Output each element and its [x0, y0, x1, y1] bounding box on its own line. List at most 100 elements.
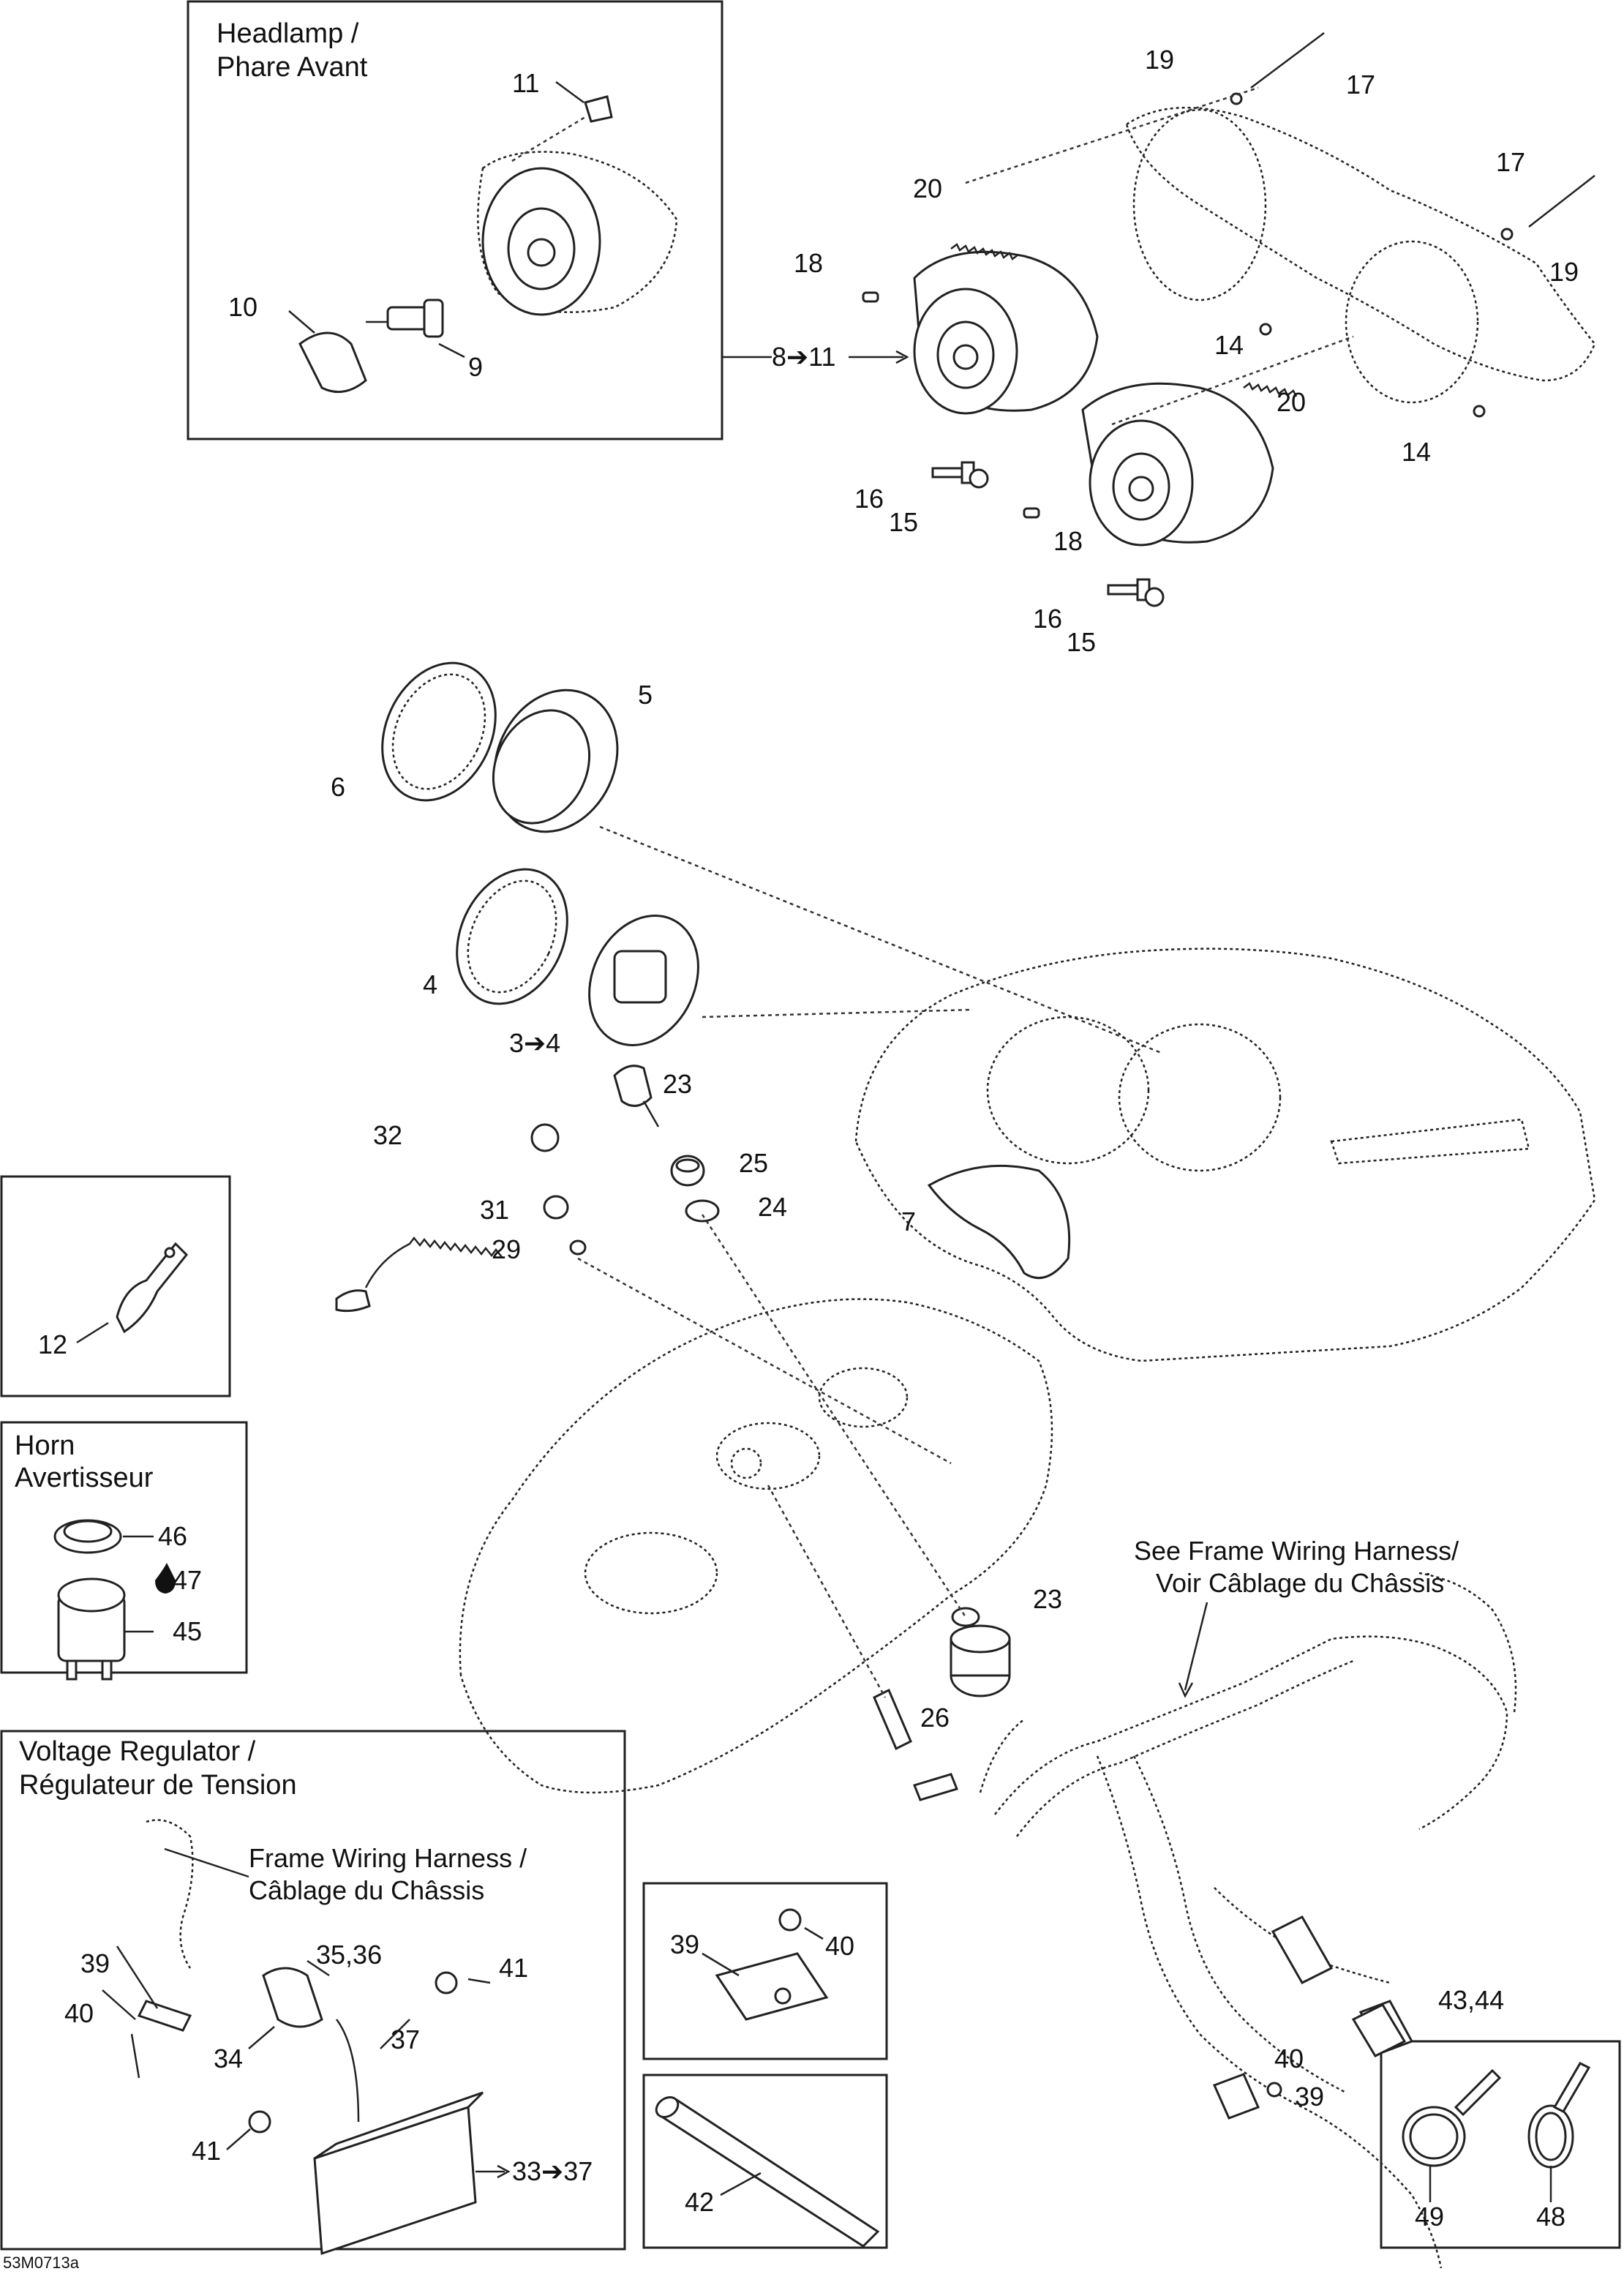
- callout-6: 6: [331, 772, 345, 802]
- callout-20a: 20: [913, 173, 942, 203]
- left-headlamp: [913, 250, 1099, 415]
- callout-46: 46: [158, 1521, 187, 1551]
- bracket-box: [642, 1882, 888, 2060]
- vr-screw: [248, 1971, 458, 2134]
- note-frame-harness-line2: Câblage du Châssis: [249, 1875, 484, 1905]
- callout-23a: 23: [663, 1069, 692, 1099]
- tie-wrap-box: [1380, 2040, 1621, 2249]
- long-bolt-lower: [1500, 175, 1595, 241]
- callout-7: 7: [901, 1207, 916, 1237]
- pin-lower: [1023, 507, 1040, 519]
- callout-24: 24: [758, 1192, 787, 1222]
- headlamp-housing: [477, 151, 678, 316]
- gauge-large: [492, 688, 619, 833]
- screw-upper: [931, 461, 989, 489]
- callout-45: 45: [173, 1616, 202, 1646]
- callout-14b: 14: [1402, 437, 1431, 467]
- callout-41b: 41: [192, 2136, 221, 2166]
- voltage-regulator-title-line1: Voltage Regulator /: [19, 1736, 256, 1767]
- callout-35-36: 35,36: [316, 1940, 382, 1970]
- callout-16b: 16: [1033, 604, 1062, 634]
- callout-14a: 14: [1214, 330, 1244, 360]
- tie-wrap-49: [1402, 2068, 1502, 2167]
- callout-40a: 40: [64, 1998, 94, 2028]
- bulb-retainer: [298, 331, 367, 394]
- callout-3-to-4: 3➔4: [509, 1028, 560, 1058]
- instrument-housing: [854, 948, 1596, 1362]
- grommet-upper: [670, 1155, 705, 1187]
- callout-25: 25: [739, 1148, 768, 1178]
- callout-40c: 40: [1274, 2044, 1304, 2074]
- grommet-lower: [685, 1199, 720, 1223]
- callout-10: 10: [228, 292, 257, 322]
- washer-b: [1473, 405, 1486, 418]
- ignition-switch: [950, 1607, 1011, 1697]
- callout-32: 32: [373, 1120, 402, 1150]
- callout-20b: 20: [1277, 387, 1306, 417]
- callout-4: 4: [423, 969, 437, 999]
- right-headlamp: [1081, 382, 1274, 547]
- adjuster-spring-lower: [1243, 382, 1298, 397]
- clip: [116, 1242, 189, 1334]
- washer-a: [1259, 323, 1272, 336]
- sensor: [873, 1688, 959, 1801]
- tether-cord: [335, 1123, 560, 1313]
- horn: [57, 1577, 126, 1681]
- callout-34: 34: [214, 2044, 243, 2074]
- callout-49: 49: [1415, 2202, 1444, 2232]
- callout-17a: 17: [1346, 70, 1375, 100]
- callout-37: 37: [391, 2025, 420, 2055]
- headlamp-box: [187, 0, 723, 440]
- drop-icon: [155, 1563, 176, 1594]
- voltage-regulator-box: [0, 1730, 626, 2251]
- long-bolt-upper: [1230, 32, 1325, 105]
- callout-11: 11: [512, 68, 539, 98]
- callout-39c: 39: [1295, 2082, 1324, 2112]
- callout-39b: 39: [670, 1929, 699, 1959]
- cap-29: [569, 1239, 587, 1256]
- connector-43-44: [1351, 2003, 1407, 2057]
- callout-8-to-11: 8➔11: [772, 342, 836, 372]
- conduit: [655, 2096, 880, 2248]
- gauge-small: [588, 915, 699, 1046]
- callout-26: 26: [920, 1703, 950, 1733]
- horn-box-title-line2: Avertisseur: [15, 1463, 154, 1493]
- callout-15b: 15: [1067, 627, 1096, 657]
- headlamp-box-title-line1: Headlamp /: [217, 18, 359, 49]
- callout-41a: 41: [499, 1953, 528, 1983]
- callout-33-to-37: 33➔37: [512, 2156, 593, 2186]
- callout-19a: 19: [1145, 45, 1174, 75]
- headlamp-bracket: [1125, 106, 1596, 404]
- callout-42: 42: [685, 2187, 714, 2217]
- callout-47: 47: [173, 1565, 202, 1595]
- callout-18b: 18: [1053, 526, 1083, 556]
- note-frame-harness-line1: Frame Wiring Harness /: [249, 1843, 527, 1873]
- frame-wiring-harness: [979, 1572, 1517, 2269]
- dash-panel: [459, 1298, 1053, 1794]
- pin-upper: [862, 291, 879, 303]
- clip-box: [0, 1175, 231, 1397]
- vr-connector: [262, 1967, 323, 2028]
- harness-bracket-small: [1212, 2073, 1282, 2120]
- horn-ring: [53, 1519, 122, 1554]
- vr-bracket-small: [130, 2000, 192, 2079]
- callout-31: 31: [480, 1195, 509, 1225]
- callout-18a: 18: [794, 248, 823, 278]
- callout-16a: 16: [854, 484, 884, 514]
- bulb-cap: [584, 95, 613, 123]
- note-see-frame-harness-line2: Voir Câblage du Châssis: [1156, 1568, 1444, 1598]
- callout-40b: 40: [825, 1931, 854, 1961]
- callout-19b: 19: [1549, 257, 1579, 287]
- callout-17b: 17: [1496, 147, 1525, 177]
- callout-48: 48: [1536, 2202, 1565, 2232]
- horn-box-title-line1: Horn: [15, 1430, 75, 1461]
- horn-box: [0, 1421, 248, 1674]
- adjuster-spring-upper: [950, 243, 1019, 260]
- callout-5: 5: [638, 680, 653, 710]
- cap-31: [543, 1195, 569, 1220]
- cover-plate: [927, 1164, 1071, 1280]
- bulb: [366, 299, 444, 338]
- bracket: [715, 1908, 829, 2021]
- callout-12: 12: [38, 1329, 67, 1359]
